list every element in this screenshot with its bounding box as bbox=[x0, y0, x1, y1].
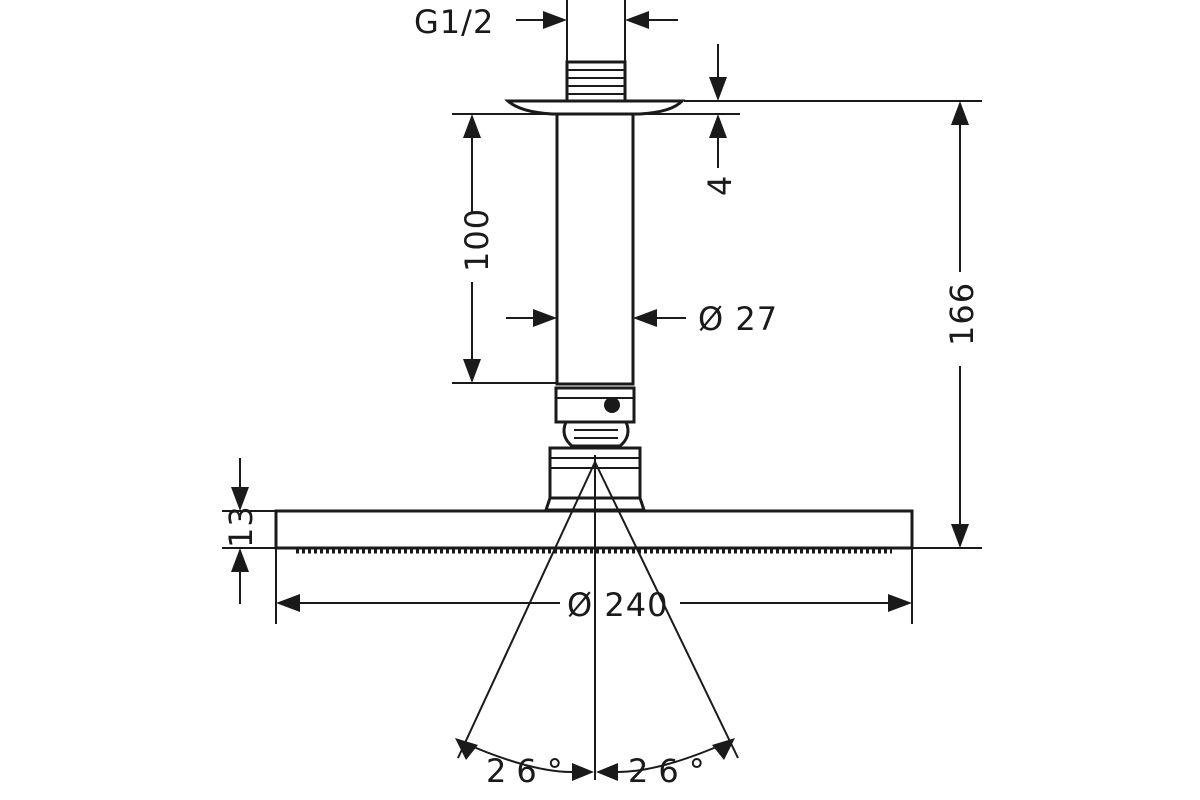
shower-arm bbox=[555, 112, 635, 386]
spray-cone-lines bbox=[457, 455, 739, 780]
arm-diameter-label: Ø 27 bbox=[698, 300, 778, 338]
ball-joint bbox=[554, 386, 636, 448]
dimension-head-thickness: 13 bbox=[222, 458, 276, 604]
supply-pipe bbox=[566, 0, 626, 62]
total-height-label: 166 bbox=[943, 282, 981, 346]
dimension-arm-diameter: Ø 27 bbox=[506, 300, 778, 338]
head-thickness-label: 13 bbox=[222, 505, 260, 548]
dimension-arm-length: 100 bbox=[452, 113, 556, 384]
dimension-escutcheon: 4 bbox=[648, 44, 740, 196]
threaded-connector bbox=[565, 60, 627, 104]
escutcheon bbox=[504, 99, 686, 116]
escutcheon-thickness-label: 4 bbox=[701, 175, 739, 196]
dimension-head-diameter: Ø 240 bbox=[275, 548, 913, 624]
dimension-thread: G1/2 bbox=[414, 3, 678, 41]
dimension-total-height: 166 bbox=[740, 100, 982, 549]
spray-angle-left-label: 26° bbox=[486, 752, 573, 790]
thread-label: G1/2 bbox=[414, 3, 494, 41]
head-diameter-label: Ø 240 bbox=[567, 586, 668, 624]
spray-angle-right-label: 26° bbox=[628, 752, 715, 790]
arm-length-label: 100 bbox=[458, 208, 496, 272]
dimension-spray-angle: 26° 26° bbox=[455, 738, 735, 790]
